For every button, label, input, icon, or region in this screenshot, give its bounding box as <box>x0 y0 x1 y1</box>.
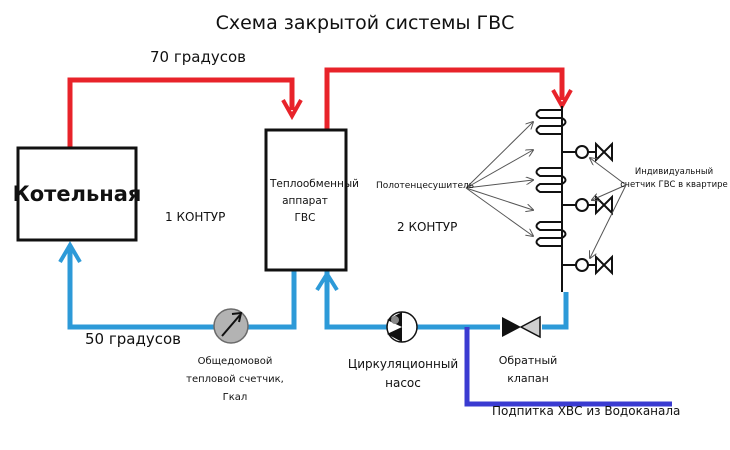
towel-dryer-label: Полотенцесушитель <box>376 181 475 191</box>
circuit2-return-line <box>315 270 569 330</box>
heat-exchanger-label: Теплообменный аппарат ГВС <box>270 178 359 224</box>
heat-exchanger-box <box>264 128 348 272</box>
circuit2-label: 2 КОНТУР <box>397 220 458 234</box>
hot-arrow-into-exchanger <box>281 99 303 121</box>
tap-icon <box>595 141 613 163</box>
circuit2-hot-line <box>324 67 573 130</box>
heat-meter-label: Общедомовой тепловой счетчик, Гкал <box>186 356 284 403</box>
individual-meter-label: Индивидуальный счетчик ГВС в квартире <box>620 167 728 190</box>
towel-dryer-coil-2 <box>535 167 567 193</box>
circuit1-return-line <box>58 241 297 330</box>
circuit1-label: 1 КОНТУР <box>165 210 226 224</box>
heat-meter-icon <box>213 308 249 344</box>
towel-dryer-coil-1 <box>535 109 567 135</box>
apartment-meter-2 <box>562 194 613 216</box>
makeup-supply-label: Подпитка ХВС из Водоканала <box>492 404 681 418</box>
individual-meter-pointers <box>590 158 627 258</box>
circuit1-hot-line <box>67 77 303 148</box>
towel-dryer-pointers <box>465 122 533 236</box>
circulation-pump-icon <box>386 311 418 343</box>
supply-temperature-label: 70 градусов <box>150 48 246 66</box>
return-arrow-into-boiler <box>58 241 82 264</box>
check-valve-icon <box>500 315 542 339</box>
return-temperature-label: 50 градусов <box>85 330 181 348</box>
pump-label: Циркуляционный насос <box>347 357 459 390</box>
check-valve-label: Обратный клапан <box>498 354 558 385</box>
diagram-title: Схема закрытой системы ГВС <box>215 12 515 34</box>
makeup-cold-line <box>464 327 672 407</box>
tap-icon <box>595 194 613 216</box>
boiler-label: Котельная <box>12 182 142 206</box>
towel-dryer-coil-3 <box>535 221 567 247</box>
apartment-meter-3 <box>562 254 613 276</box>
return-arrow-into-exchanger <box>315 270 339 292</box>
tap-icon <box>595 254 613 276</box>
boiler-box <box>16 146 138 242</box>
apartment-meter-1 <box>562 141 613 163</box>
